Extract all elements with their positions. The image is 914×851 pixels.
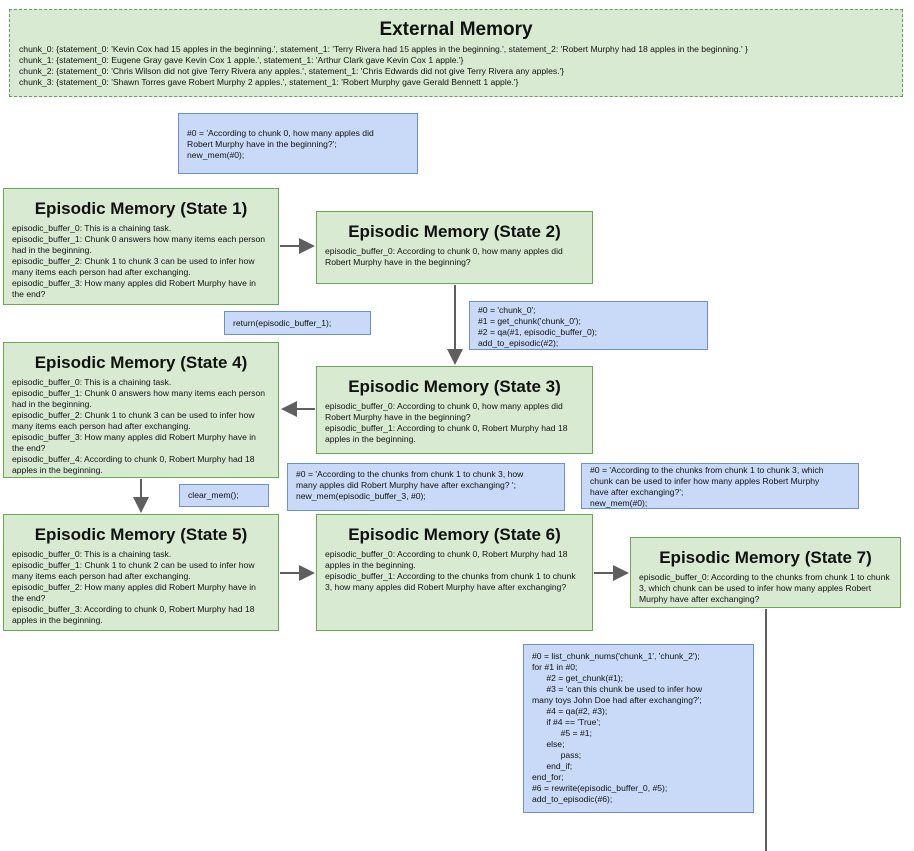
code-line: end_if; (532, 761, 573, 771)
code-line: add_to_episodic(#2); (478, 338, 559, 348)
buffer-line: episodic_buffer_2: Chunk 1 to chunk 3 ca… (12, 410, 255, 431)
buffer-line: episodic_buffer_1: Chunk 1 to chunk 2 ca… (12, 560, 255, 581)
external-memory-chunk-1: chunk_1: {statement_0: Eugene Gray gave … (19, 55, 464, 65)
state-title: Episodic Memory (State 1) (34, 199, 248, 218)
code-line: add_to_episodic(#6); (532, 794, 613, 804)
buffer-line: episodic_buffer_3: How many apples did R… (12, 278, 256, 299)
buffer-line: episodic_buffer_0: This is a chaining ta… (12, 223, 172, 233)
buffer-line: episodic_buffer_1: Chunk 0 answers how m… (12, 388, 266, 409)
code-line: if #4 == 'True'; (532, 717, 601, 727)
code-line: #1 = get_chunk('chunk_0'); (478, 316, 581, 326)
state-title: Episodic Memory (State 3) (348, 377, 561, 396)
episodic-state-6: Episodic Memory (State 6) episodic_buffe… (316, 514, 593, 631)
code-line: new_mem(#0); (590, 498, 648, 508)
code-block-new-mem-exchange: #0 = 'According to the chunks from chunk… (287, 463, 565, 511)
code-line: #2 = get_chunk(#1); (532, 673, 624, 683)
buffer-line: episodic_buffer_2: How many apples did R… (12, 582, 256, 603)
external-memory-chunk-0: chunk_0: {statement_0: 'Kevin Cox had 15… (19, 44, 748, 54)
code-line: #0 = 'chunk_0'; (478, 305, 536, 315)
code-block-return: return(episodic_buffer_1); (224, 311, 371, 335)
buffer-line: episodic_buffer_0: According to chunk 0,… (325, 549, 568, 570)
code-line: for #1 in #0; (532, 662, 578, 672)
code-line: end_for; (532, 772, 564, 782)
code-line: new_mem(episodic_buffer_3, #0); (296, 491, 426, 501)
episodic-state-1: Episodic Memory (State 1) episodic_buffe… (3, 188, 279, 305)
buffer-line: episodic_buffer_0: This is a chaining ta… (12, 377, 172, 387)
state-title: Episodic Memory (State 7) (659, 548, 872, 567)
episodic-state-3: Episodic Memory (State 3) episodic_buffe… (316, 366, 593, 454)
code-line: else; (532, 739, 565, 749)
state-title: Episodic Memory (State 4) (34, 353, 248, 372)
code-line: clear_mem(); (188, 490, 239, 500)
code-block-clear-mem: clear_mem(); (179, 484, 269, 507)
external-memory-panel: External Memory chunk_0: {statement_0: '… (9, 9, 903, 97)
code-block-new-mem-initial: #0 = 'According to chunk 0, how many app… (178, 113, 418, 174)
state-title: Episodic Memory (State 2) (348, 222, 561, 241)
episodic-state-2: Episodic Memory (State 2) episodic_buffe… (316, 211, 593, 284)
episodic-state-7: Episodic Memory (State 7) episodic_buffe… (630, 537, 901, 608)
code-line: #0 = 'According to chunk 0, how many app… (187, 128, 374, 138)
buffer-line: episodic_buffer_0: According to chunk 0,… (325, 246, 563, 267)
code-line: many apples did Robert Murphy have after… (296, 480, 516, 490)
state-title: Episodic Memory (State 6) (348, 525, 561, 544)
external-memory-chunk-2: chunk_2: {statement_0: 'Chris Wilson did… (19, 66, 565, 76)
buffer-line: episodic_buffer_1: Chunk 0 answers how m… (12, 234, 266, 255)
state-title: Episodic Memory (State 5) (34, 525, 248, 544)
code-line: #0 = list_chunk_nums('chunk_1', 'chunk_2… (532, 651, 700, 661)
code-line: return(episodic_buffer_1); (233, 318, 332, 328)
code-line: pass; (532, 750, 582, 760)
code-line: #5 = #1; (532, 728, 592, 738)
code-block-get-chunk-qa: #0 = 'chunk_0'; #1 = get_chunk('chunk_0'… (469, 301, 708, 350)
external-memory-title: External Memory (379, 19, 533, 40)
buffer-line: episodic_buffer_0: This is a chaining ta… (12, 549, 172, 559)
buffer-line: episodic_buffer_4: According to chunk 0,… (12, 454, 255, 475)
code-block-new-mem-which-chunk: #0 = 'According to the chunks from chunk… (581, 463, 859, 509)
code-line: #2 = qa(#1, episodic_buffer_0); (478, 327, 598, 337)
code-line: #0 = 'According to the chunks from chunk… (590, 465, 824, 475)
episodic-state-4: Episodic Memory (State 4) episodic_buffe… (3, 342, 279, 478)
code-line: chunk can be used to infer how many appl… (590, 476, 820, 486)
code-line: have after exchanging?'; (590, 487, 684, 497)
code-line: #0 = 'According to the chunks from chunk… (296, 469, 524, 479)
code-line: #3 = 'can this chunk be used to infer ho… (532, 684, 703, 694)
buffer-line: episodic_buffer_3: According to chunk 0,… (12, 604, 255, 625)
buffer-line: episodic_buffer_3: How many apples did R… (12, 432, 256, 453)
buffer-line: episodic_buffer_1: According to the chun… (325, 571, 576, 592)
code-block-list-chunk-loop: #0 = list_chunk_nums('chunk_1', 'chunk_2… (523, 644, 754, 813)
code-line: #6 = rewrite(episodic_buffer_0, #5); (532, 783, 668, 793)
external-memory-chunk-3: chunk_3: {statement_0: 'Shawn Torres gav… (19, 77, 519, 87)
buffer-line: episodic_buffer_0: According to the chun… (639, 572, 890, 604)
code-line: many toys John Doe had after exchanging?… (532, 695, 702, 705)
code-line: Robert Murphy have in the beginning?'; (187, 139, 337, 149)
code-line: #4 = qa(#2, #3); (532, 706, 608, 716)
code-line: new_mem(#0); (187, 150, 245, 160)
buffer-line: episodic_buffer_2: Chunk 1 to chunk 3 ca… (12, 256, 255, 277)
buffer-line: episodic_buffer_1: According to chunk 0,… (325, 423, 568, 444)
episodic-state-5: Episodic Memory (State 5) episodic_buffe… (3, 514, 279, 631)
buffer-line: episodic_buffer_0: According to chunk 0,… (325, 401, 563, 422)
